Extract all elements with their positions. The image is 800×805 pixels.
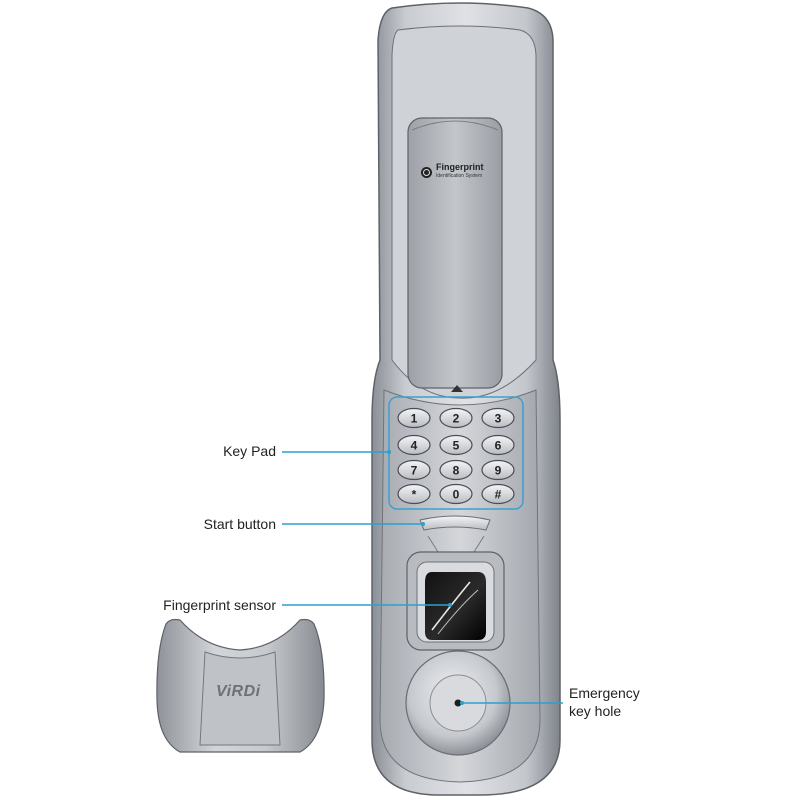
key-1[interactable]: 1: [397, 407, 431, 429]
key-label: 7: [411, 464, 418, 478]
callout-label-emergency-line1: Emergency: [569, 685, 640, 701]
key-label: 8: [453, 464, 460, 478]
emergency-key-hole: [454, 699, 462, 707]
start-button: [419, 515, 491, 531]
callout-label-sensor: Fingerprint sensor: [163, 597, 276, 613]
cover-logo: ViRDi: [216, 683, 261, 700]
key-hash[interactable]: #: [481, 483, 515, 505]
key-3[interactable]: 3: [481, 407, 515, 429]
key-6[interactable]: 6: [481, 434, 515, 456]
key-7[interactable]: 7: [397, 459, 431, 481]
key-label: #: [495, 488, 502, 502]
key-label: 3: [495, 412, 502, 426]
callout-label-start: Start button: [203, 516, 276, 532]
callout-label-keypad: Key Pad: [223, 443, 276, 459]
handle-panel: [407, 117, 503, 389]
key-0[interactable]: 0: [439, 483, 473, 505]
key-label: 9: [495, 464, 502, 478]
key-label: 5: [453, 439, 460, 453]
fingerprint-sensor: [425, 572, 486, 640]
brand-text: Fingerprint: [436, 162, 484, 172]
key-2[interactable]: 2: [439, 407, 473, 429]
key-label: 4: [411, 439, 418, 453]
keypad-keys: 1 2 3 4 5 6 7 8 9 * 0 #: [397, 407, 515, 505]
brand-block: Fingerprint Identification System: [421, 163, 484, 181]
slide-arrow-icon: [451, 385, 463, 392]
key-label: 1: [411, 412, 418, 426]
key-4[interactable]: 4: [397, 434, 431, 456]
callout-label-emergency: Emergency key hole: [569, 684, 689, 720]
callout-lines: [282, 451, 563, 704]
fingerprint-logo-icon: [421, 166, 432, 178]
key-label: 0: [453, 488, 460, 502]
key-label: 6: [495, 439, 502, 453]
callout-label-emergency-line2: key hole: [569, 703, 622, 719]
key-star[interactable]: *: [397, 483, 431, 505]
key-9[interactable]: 9: [481, 459, 515, 481]
key-8[interactable]: 8: [439, 459, 473, 481]
key-label: 2: [453, 412, 460, 426]
key-5[interactable]: 5: [439, 434, 473, 456]
brand-subtext: Identification System: [436, 173, 483, 179]
key-label: *: [412, 488, 417, 502]
